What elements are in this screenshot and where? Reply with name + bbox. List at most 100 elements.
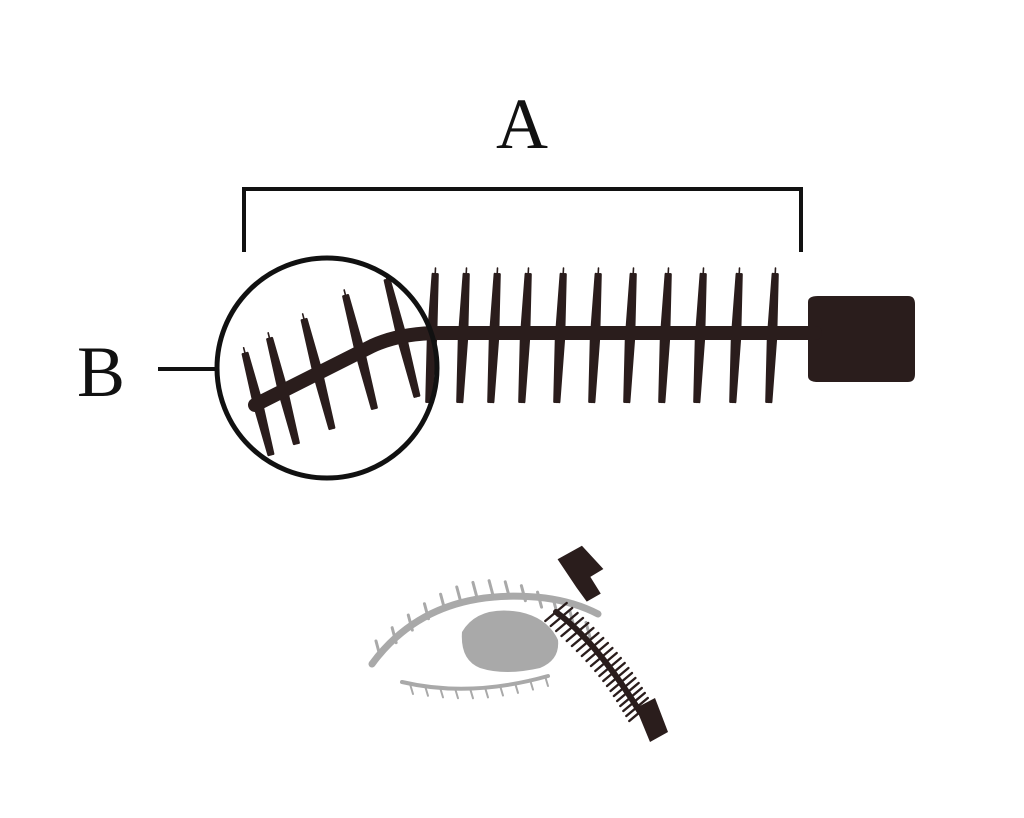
curved-bristle-tuft bbox=[241, 347, 275, 457]
bristle-strand bbox=[553, 336, 558, 404]
bristle-strand bbox=[491, 336, 500, 404]
curved-bristle-tuft bbox=[266, 332, 300, 446]
bristle-strand bbox=[458, 336, 465, 404]
bristle-strand bbox=[660, 336, 667, 404]
bristle-strand bbox=[314, 373, 332, 430]
upper-lash bbox=[439, 592, 447, 611]
bristle-strand bbox=[623, 336, 628, 404]
bristle-strand bbox=[343, 294, 360, 354]
bristle-tip bbox=[559, 267, 565, 327]
upper-lash bbox=[390, 626, 398, 645]
bristle-strand bbox=[267, 337, 283, 393]
bristle-strand bbox=[316, 372, 334, 430]
bristle-strand bbox=[396, 337, 416, 398]
brush-handle bbox=[808, 296, 915, 382]
bristle-strand bbox=[522, 336, 531, 404]
upper-lash bbox=[374, 639, 382, 658]
bristle-strand bbox=[260, 401, 275, 455]
bristle-strand bbox=[554, 336, 560, 404]
bristle-strand bbox=[246, 351, 264, 405]
bristle-strand bbox=[256, 402, 273, 456]
upper-lash bbox=[406, 613, 414, 632]
bristle-strand bbox=[767, 336, 774, 404]
lower-lash bbox=[409, 683, 414, 695]
bristle-strand bbox=[521, 336, 529, 404]
bristle-strand bbox=[301, 318, 318, 376]
straight-bristle-tuft bbox=[693, 267, 707, 404]
bristle-strand bbox=[281, 389, 298, 445]
bristle-strand bbox=[345, 294, 364, 353]
bristle-strand bbox=[589, 336, 595, 404]
bristle-strand bbox=[269, 337, 287, 392]
lower-lash bbox=[454, 687, 459, 700]
upper-lash bbox=[487, 579, 495, 598]
bristle-strand bbox=[489, 336, 496, 404]
upper-lash bbox=[503, 580, 511, 599]
bristle-strand bbox=[626, 336, 634, 404]
bristle-tip bbox=[431, 267, 437, 327]
bristle-strand bbox=[766, 336, 772, 404]
bristle-strand bbox=[557, 336, 566, 404]
bristle-strand bbox=[696, 336, 704, 404]
bristle-strand bbox=[384, 278, 402, 340]
bristle-strand bbox=[456, 336, 461, 404]
bristle-strand bbox=[555, 336, 562, 404]
bristle-strand bbox=[404, 335, 421, 397]
bristle-strand bbox=[242, 352, 258, 406]
bristle-strand bbox=[318, 372, 335, 430]
brush-core bbox=[248, 326, 822, 412]
lower-lash bbox=[424, 684, 429, 697]
bristle-tip bbox=[594, 267, 600, 327]
bristle-tip bbox=[524, 267, 530, 327]
bristle-tip bbox=[699, 267, 705, 327]
bristle-strand bbox=[733, 336, 742, 404]
bristle-strand bbox=[312, 373, 331, 431]
bristle-strand bbox=[658, 336, 663, 404]
bristle-strand bbox=[305, 317, 324, 375]
label-a: A bbox=[496, 84, 548, 164]
bristle-strand bbox=[765, 336, 770, 404]
bristle-strand bbox=[241, 353, 256, 407]
lower-lash bbox=[499, 684, 504, 697]
bristle-strand bbox=[732, 336, 740, 404]
bristle-strand bbox=[487, 336, 492, 404]
bristle-strand bbox=[627, 336, 636, 404]
upper-lash bbox=[536, 590, 544, 609]
bristle-strand bbox=[402, 336, 420, 398]
bristle-strand bbox=[285, 388, 300, 444]
bristle-strand bbox=[252, 403, 270, 457]
bristle-strand bbox=[697, 336, 706, 404]
bristle-strand bbox=[320, 371, 336, 429]
bristle-strand bbox=[360, 350, 377, 410]
bristle-tip bbox=[735, 267, 741, 327]
bristle-tip bbox=[493, 267, 499, 327]
bristle-strand bbox=[279, 390, 297, 445]
bristle-strand bbox=[266, 338, 281, 394]
bristle-tip bbox=[771, 267, 777, 327]
bristle-strand bbox=[346, 294, 366, 353]
bristle-strand bbox=[426, 336, 432, 404]
bristle-strand bbox=[254, 403, 271, 456]
bristle-strand bbox=[625, 336, 632, 404]
bristle-strand bbox=[362, 349, 378, 409]
bristle-strand bbox=[387, 278, 406, 339]
bristle-strand bbox=[304, 318, 322, 375]
lower-lash bbox=[439, 686, 444, 699]
lower-lash bbox=[529, 678, 534, 691]
bristle-strand bbox=[661, 336, 669, 404]
bracket-a bbox=[242, 187, 803, 252]
bristle-strand bbox=[358, 350, 376, 410]
bristle-strand bbox=[591, 336, 599, 404]
bristle-strand bbox=[425, 336, 430, 404]
bristle-strand bbox=[693, 336, 698, 404]
bristle-strand bbox=[245, 352, 262, 405]
bristle-tip bbox=[343, 289, 358, 342]
upper-lash bbox=[519, 584, 527, 603]
lower-eyelashes bbox=[409, 675, 549, 700]
lower-lash bbox=[514, 681, 519, 694]
bristle-tip bbox=[629, 267, 635, 327]
bristle-strand bbox=[457, 336, 463, 404]
label-b: B bbox=[77, 332, 125, 412]
bristle-strand bbox=[695, 336, 702, 404]
